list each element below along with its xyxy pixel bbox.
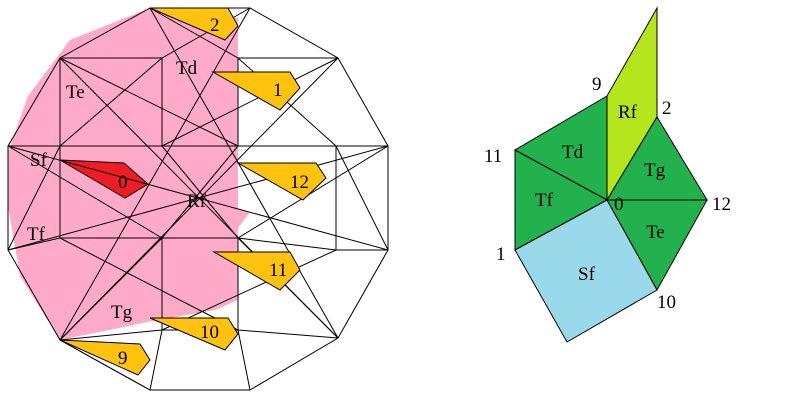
label-tg: Tg [111,302,133,323]
rlabel-td: Td [562,142,584,163]
vertex-12: 12 [712,194,731,215]
tab-12 [236,162,327,201]
rlabel-te: Te [646,222,665,243]
label-tab-11: 11 [269,260,287,281]
rlabel-tg: Tg [644,160,666,181]
vertex-1: 1 [496,244,506,265]
vertex-0: 0 [614,194,624,215]
label-tab-9: 9 [118,348,128,369]
tab-9 [59,339,151,376]
tab-2 [149,7,239,41]
rlabel-sf: Sf [578,264,596,285]
label-tf: Tf [27,224,46,245]
tab-1 [211,71,301,111]
vertex-10: 10 [657,292,676,313]
label-rf: Rf [187,191,207,212]
gold-tabs [59,7,327,376]
tab-10 [149,317,239,351]
label-tab-2: 2 [210,15,220,36]
inner-lines [7,7,389,391]
tab-11 [212,251,301,291]
label-tab-10: 10 [200,322,219,343]
face-sf [514,199,658,343]
left-polyhedron-figure: Te Td Sf Tf Tg Rf 0 2 1 12 11 10 9 [7,7,389,391]
label-sf: Sf [30,150,48,171]
right-net-figure: Rf Td Tg Tf Te Sf 0 9 2 11 12 1 10 [484,6,731,343]
label-td: Td [176,58,198,79]
rlabel-rf: Rf [618,102,638,123]
vertex-2: 2 [662,98,672,119]
label-tab-12: 12 [290,172,309,193]
label-te: Te [66,82,85,103]
label-center-tab: 0 [118,172,128,193]
pink-region-extension [185,190,250,228]
vertex-9: 9 [592,74,602,95]
vertex-11: 11 [484,146,502,167]
label-tab-1: 1 [273,80,283,101]
rlabel-tf: Tf [535,190,554,211]
